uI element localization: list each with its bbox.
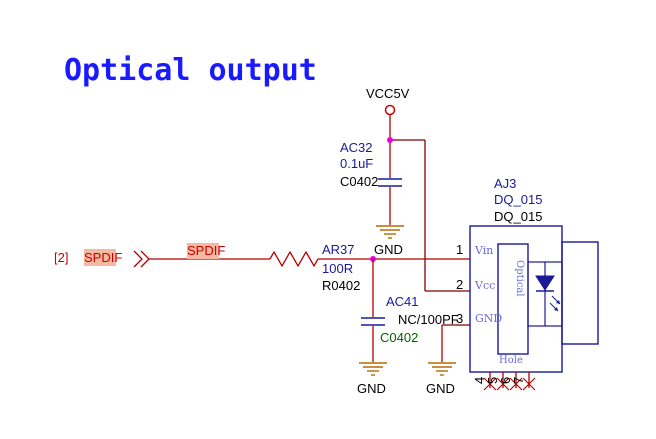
connector-part: DQ_015 [494, 209, 542, 224]
led-icon [535, 262, 561, 326]
no-connect-markers [483, 377, 536, 391]
ac32-ref: AC32 [340, 140, 373, 155]
pin3-name: GND [475, 312, 502, 325]
pin1-number: 1 [456, 242, 463, 257]
off-page-connector-symbol [133, 250, 150, 268]
hole-pin-4-number: 4 [472, 377, 487, 384]
connector-value: DQ_015 [494, 192, 542, 207]
page-title: Optical output [64, 53, 317, 88]
power-port-symbol [384, 104, 396, 116]
ground-symbol-2 [359, 362, 387, 376]
ground-symbol-1 [376, 225, 404, 239]
gnd-label-3: GND [426, 381, 455, 396]
resistor-body [269, 250, 319, 268]
connector-body-label: Optical [514, 260, 525, 297]
hole-label: Hole [499, 355, 523, 366]
off-page-highlight [84, 249, 116, 266]
hole-pin-6-number: 6 [498, 377, 513, 384]
net-label: SPDIF [187, 243, 225, 258]
power-net-label: VCC5V [366, 86, 410, 101]
ac41-package: C0402 [380, 330, 418, 345]
off-page-signal-name: SPDIF [84, 250, 122, 265]
net-label-highlight [187, 243, 219, 259]
page-ref: [2] [54, 250, 68, 265]
pin2-number: 2 [456, 277, 463, 292]
ac41-ref: AC41 [386, 294, 419, 309]
pin1-name: Vin [474, 244, 493, 257]
gnd-label-2: GND [357, 381, 386, 396]
ground-symbol-3 [428, 362, 456, 376]
resistor-ref: AR37 [322, 242, 355, 257]
gnd-label-1: GND [374, 242, 403, 257]
pin2-name: Vcc [474, 279, 495, 292]
junction-dot-vcc [387, 137, 393, 143]
ac41-value: NC/100PF [398, 312, 459, 327]
connector-optical-port [561, 241, 599, 345]
pin3-number: 3 [456, 311, 463, 326]
hole-pin-5-number: 5 [485, 377, 500, 384]
hole-pin-7-number: 7 [511, 377, 526, 384]
resistor-package: R0402 [322, 278, 360, 293]
ac32-package: C0402 [340, 174, 378, 189]
resistor-value: 100R [322, 261, 353, 276]
ac32-value: 0.1uF [340, 156, 373, 171]
connector-ref: AJ3 [494, 176, 516, 191]
